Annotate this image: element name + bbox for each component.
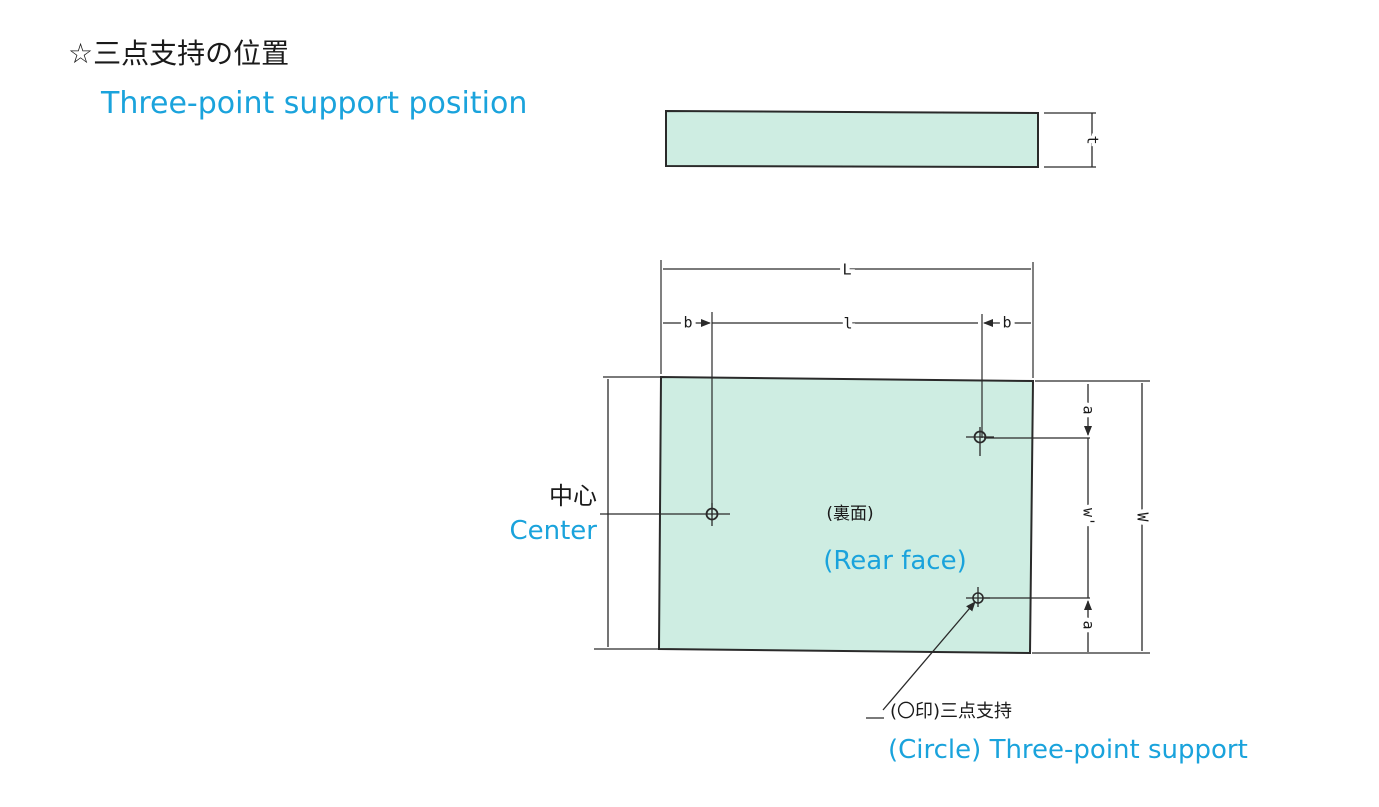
inner-width-label: w' <box>1080 508 1098 526</box>
edge-offset-right-label: b <box>1002 314 1011 332</box>
inner-length-dimension: b l b <box>663 310 1031 516</box>
edge-offset-bottom-label: a <box>1080 620 1098 629</box>
edge-offset-top-label: a <box>1080 405 1098 414</box>
support-leader-line <box>882 601 976 711</box>
center-height-dimension <box>594 376 730 650</box>
side-view-plate <box>665 109 1039 169</box>
center-label-en: Center <box>509 516 597 546</box>
center-label-jp: 中心 <box>549 482 597 510</box>
support-point-center <box>705 503 719 526</box>
length-label: L <box>842 261 851 279</box>
side-view-plate-shape <box>665 109 1039 169</box>
inner-length-label: l <box>843 315 852 333</box>
title-jp: ☆三点支持の位置 <box>68 37 289 70</box>
rear-face-label-en: (Rear face) <box>823 546 966 576</box>
support-point-top <box>966 427 994 456</box>
width-label: W <box>1134 512 1152 522</box>
top-view-plate <box>657 375 1035 655</box>
support-label-jp: (〇印)三点支持 <box>890 701 1012 722</box>
support-label-en: (Circle) Three-point support <box>888 735 1248 765</box>
support-point-bottom <box>966 587 990 607</box>
length-dimension: L <box>660 257 1034 378</box>
edge-offset-left-label: b <box>683 314 692 332</box>
title-en: Three-point support position <box>100 86 527 121</box>
thickness-dimension: t <box>1044 112 1105 168</box>
width-dimensions: a w' a W <box>984 380 1156 654</box>
thickness-label: t <box>1084 135 1102 144</box>
rear-face-label-jp: (裏面) <box>826 503 873 524</box>
